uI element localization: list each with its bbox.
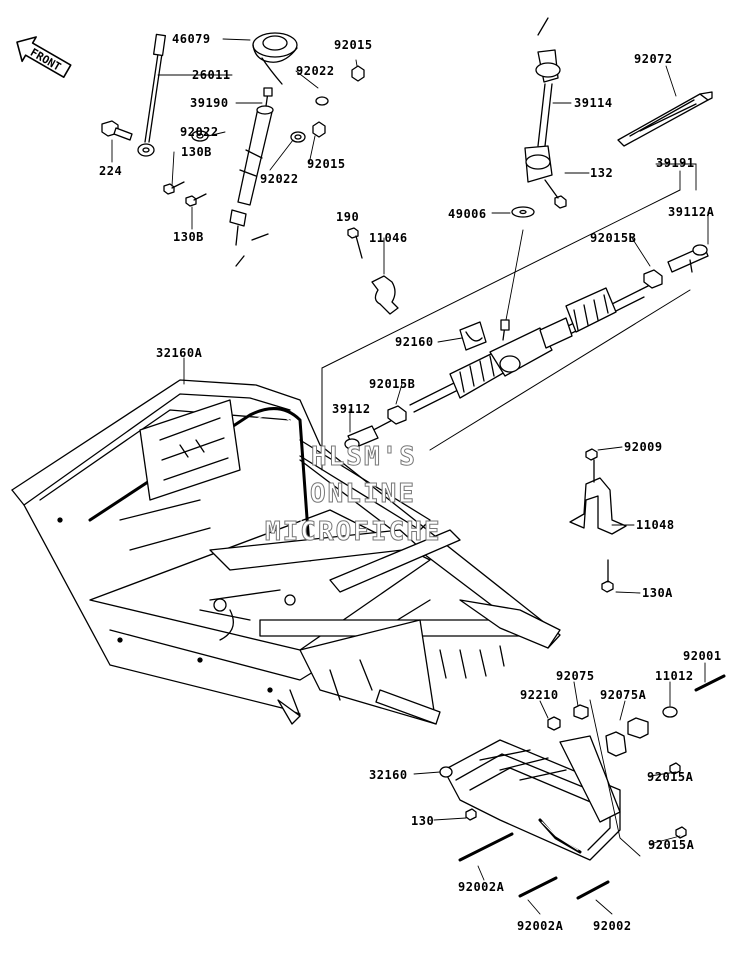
leader-lines-bottom xyxy=(413,662,706,915)
subframe-icon xyxy=(439,674,726,900)
part-label-92210[interactable]: 92210 xyxy=(520,688,559,702)
part-label-92072[interactable]: 92072 xyxy=(634,52,673,66)
part-label-92009[interactable]: 92009 xyxy=(624,440,663,454)
leader-lines-right-mid xyxy=(597,446,641,594)
leader-lines-rack xyxy=(349,163,709,433)
part-label-32160[interactable]: 32160 xyxy=(369,768,408,782)
part-label-49006[interactable]: 49006 xyxy=(448,207,487,221)
part-label-46079[interactable]: 46079 xyxy=(172,32,211,46)
part-label-32160a[interactable]: 32160A xyxy=(156,346,203,360)
part-label-132[interactable]: 132 xyxy=(590,166,614,180)
part-label-92015b[interactable]: 92015B xyxy=(369,377,416,391)
steering-rack-icon xyxy=(321,189,709,471)
part-label-39190[interactable]: 39190 xyxy=(190,96,229,110)
part-label-92002a[interactable]: 92002A xyxy=(458,880,505,894)
part-label-130a[interactable]: 130A xyxy=(642,586,673,600)
part-label-92075a[interactable]: 92075A xyxy=(600,688,647,702)
watermark-line-3: MICROFICHE xyxy=(265,517,442,547)
part-label-92160[interactable]: 92160 xyxy=(395,335,434,349)
part-label-11012[interactable]: 11012 xyxy=(655,669,694,683)
part-label-11046[interactable]: 11046 xyxy=(369,231,408,245)
part-label-92001[interactable]: 92001 xyxy=(683,649,722,663)
part-label-39112a[interactable]: 39112A xyxy=(668,205,715,219)
watermark-line-2: ONLINE xyxy=(310,479,416,509)
part-label-92022[interactable]: 92022 xyxy=(260,172,299,186)
bracket-11048-icon xyxy=(569,448,627,593)
watermark-line-1: HLSM'S xyxy=(311,442,417,472)
part-label-26011[interactable]: 26011 xyxy=(192,68,231,82)
part-label-92002a[interactable]: 92002A xyxy=(517,919,564,933)
part-label-190[interactable]: 190 xyxy=(336,210,360,224)
part-label-39114[interactable]: 39114 xyxy=(574,96,613,110)
bracket-icon xyxy=(347,227,399,315)
leader-lines-top-left xyxy=(111,38,358,230)
part-label-39112[interactable]: 39112 xyxy=(332,402,371,416)
part-label-130b[interactable]: 130B xyxy=(173,230,204,244)
part-label-92075[interactable]: 92075 xyxy=(556,669,595,683)
part-label-92022[interactable]: 92022 xyxy=(180,125,219,139)
part-label-92015[interactable]: 92015 xyxy=(334,38,373,52)
part-label-11048[interactable]: 11048 xyxy=(636,518,675,532)
part-label-92015[interactable]: 92015 xyxy=(307,157,346,171)
part-label-92015a[interactable]: 92015A xyxy=(648,838,695,852)
part-label-224[interactable]: 224 xyxy=(99,164,123,178)
part-label-130[interactable]: 130 xyxy=(411,814,435,828)
part-label-92015b[interactable]: 92015B xyxy=(590,231,637,245)
part-label-92002[interactable]: 92002 xyxy=(593,919,632,933)
steering-shaft-icon xyxy=(511,17,713,218)
part-label-39191[interactable]: 39191 xyxy=(656,156,695,170)
front-arrow-icon: FRONT xyxy=(16,36,72,78)
main-frame-icon xyxy=(11,379,561,725)
shock-cylinder-icon xyxy=(101,32,365,267)
part-label-130b[interactable]: 130B xyxy=(181,145,212,159)
leader-lines-top-right xyxy=(491,65,681,214)
part-label-92015a[interactable]: 92015A xyxy=(647,770,694,784)
part-label-92022[interactable]: 92022 xyxy=(296,64,335,78)
